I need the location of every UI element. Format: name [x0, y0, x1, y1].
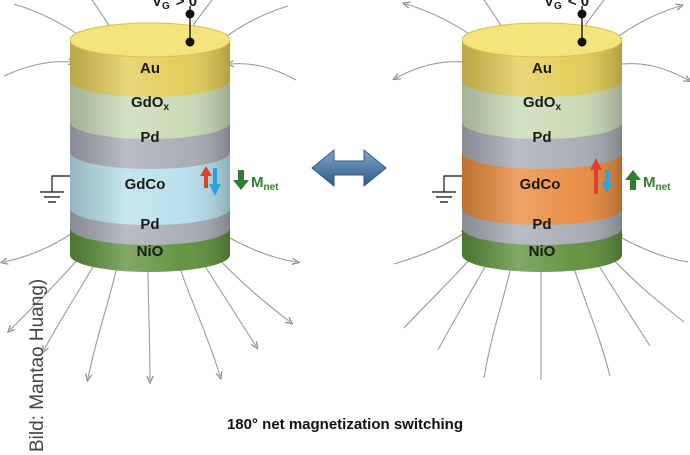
layer-label-au: Au [532, 60, 552, 77]
layer-label-nio: NiO [137, 243, 164, 260]
layer-label-gdco: GdCo [125, 176, 166, 193]
layer-label-gdco: GdCo [520, 176, 561, 193]
layer-label-nio: NiO [529, 243, 556, 260]
cylinder [461, 22, 623, 272]
image-credit: Bild: Mantao Huang) [27, 278, 48, 452]
double-arrow-icon [311, 148, 387, 188]
layer-label-pd-bottom: Pd [532, 216, 551, 233]
ground-symbol [40, 175, 70, 203]
ground-symbol [432, 175, 462, 203]
top-face [461, 22, 623, 58]
red-spin-up-arrow [200, 166, 212, 188]
red-spin-up-arrow [590, 158, 602, 194]
field-lines [4, 0, 296, 380]
gate-voltage-label: VG< 0 [544, 0, 589, 12]
gate-contact [185, 6, 195, 47]
spin-arrows [200, 166, 221, 196]
layer-label-pd-bottom: Pd [140, 216, 159, 233]
spin-arrows [590, 158, 613, 194]
blue-spin-down-arrow [209, 168, 221, 196]
layer-label-au: Au [140, 60, 160, 77]
gate-contact [577, 6, 587, 47]
top-face [69, 22, 231, 58]
mnet-label: Mnet [643, 174, 671, 193]
layer-label-pd-top: Pd [532, 129, 551, 146]
layer-label-pd-top: Pd [140, 129, 159, 146]
figure-caption: 180° net magnetization switching [226, 416, 464, 433]
left-device: VG> 0 Au GdOx Pd GdCo Pd NiO Mnet [4, 0, 296, 380]
gate-voltage-label: VG> 0 [152, 0, 197, 12]
mnet-up-arrow-icon [625, 170, 641, 190]
cylinder [69, 22, 231, 272]
right-device: VG< 0 Au GdOx Pd GdCo Pd NiO Mnet [394, 0, 688, 380]
mnet-label: Mnet [251, 174, 279, 193]
layer-label-gdox: GdOx [131, 94, 170, 113]
layer-label-gdox: GdOx [523, 94, 562, 113]
mnet-down-arrow-icon [233, 170, 249, 190]
blue-spin-down-arrow [601, 170, 613, 192]
